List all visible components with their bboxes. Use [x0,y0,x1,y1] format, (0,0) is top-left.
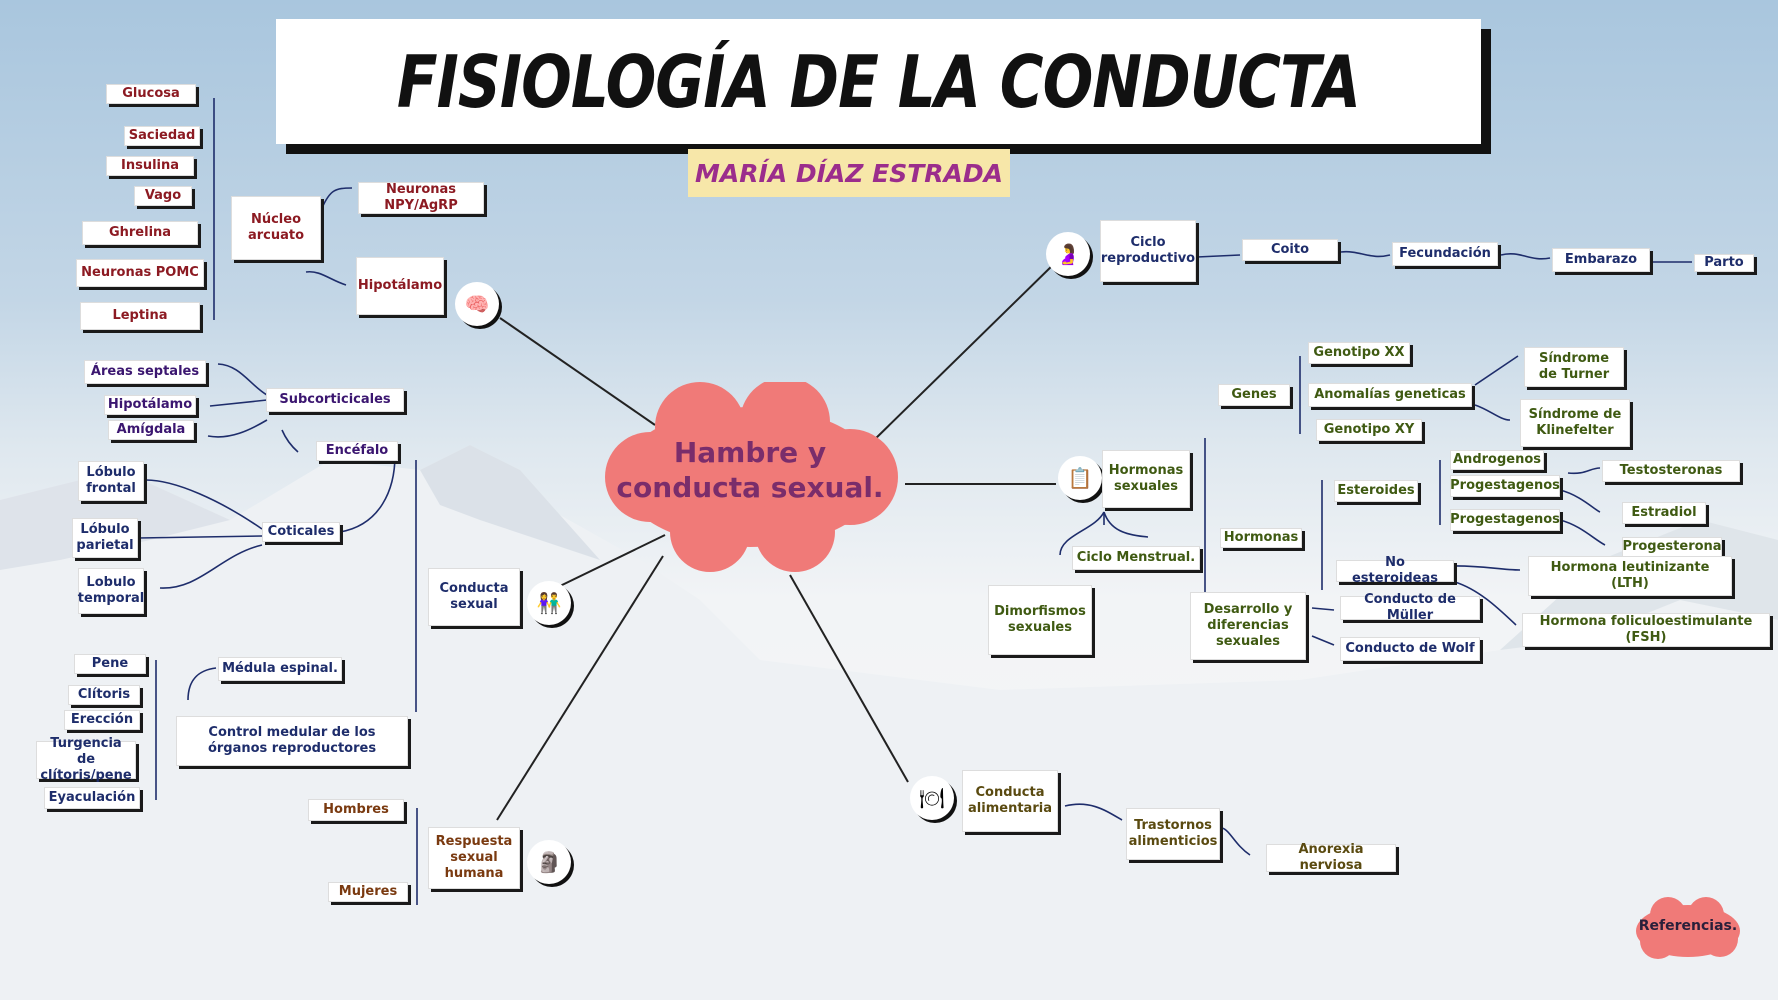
couple-icon: 👫 [527,581,571,625]
node-androgenos: Androgenos [1450,450,1544,470]
node-genes: Genes [1218,384,1290,406]
node-ereccion: Erección [64,710,140,730]
references-cloud [1636,897,1740,959]
figure-icon: 🗿 [527,840,571,884]
node-nucleo-arcuato: Núcleo arcuato [231,196,321,260]
node-conducta-alimentaria: Conducta alimentaria [962,770,1058,832]
node-respuesta-sexual: Respuesta sexual humana [428,827,520,889]
node-encefalo: Encéfalo [316,441,398,461]
node-insulina: Insulina [106,156,194,176]
node-progesterona: Progesterona [1622,537,1722,557]
food-icon: 🍽 [910,776,954,820]
node-lobulo-parietal: Lóbulo parietal [72,518,138,558]
node-parto: Parto [1694,254,1754,272]
node-medula-espinal: Médula espinal. [218,657,342,681]
node-progestagenos-2: Progestagenos [1450,509,1560,531]
node-progestagenos-1: Progestagenos [1450,475,1560,497]
node-conducto-wolf: Conducto de Wolf [1340,637,1480,661]
chart-icon: 📋 [1058,456,1102,500]
node-mujeres: Mujeres [328,882,408,902]
node-subcorticales: Subcorticicales [266,388,404,412]
node-eyaculacion: Eyaculación [44,787,140,809]
node-dimorfismos: Dimorfismos sexuales [988,585,1092,655]
node-coito: Coito [1242,239,1338,261]
node-genotipo-xy: Genotipo XY [1316,419,1422,441]
node-hormona-fsh: Hormona foliculoestimulante (FSH) [1522,613,1770,647]
node-anomalias: Anomalías geneticas [1308,383,1472,407]
node-glucosa: Glucosa [106,84,196,104]
brain-icon: 🧠 [455,282,499,326]
node-desarrollo: Desarrollo y diferencias sexuales [1190,592,1306,660]
node-neuronas-pomc: Neuronas POMC [76,259,204,287]
center-topic-line-2: conducta sexual. [616,471,884,504]
author-name: MARÍA DÍAZ ESTRADA [688,149,1010,197]
node-turgencia: Turgencia de clítoris/pene [36,736,136,783]
node-sindrome-turner: Síndrome de Turner [1524,347,1624,387]
node-lobulo-temporal: Lobulo temporal [78,568,144,614]
node-lobulo-frontal: Lóbulo frontal [78,461,144,501]
node-fecundacion: Fecundación [1392,242,1498,266]
node-hormonas-sexuales: Hormonas sexuales [1102,450,1190,508]
node-ghrelina: Ghrelina [82,221,198,245]
node-anorexia: Anorexia nerviosa [1266,842,1396,873]
pregnancy-icon: 🤰 [1046,232,1090,276]
node-saciedad: Saciedad [124,126,200,146]
node-conducto-muller: Conducto de Müller [1340,592,1480,623]
center-cloud [605,382,898,572]
node-ciclo-menstrual: Ciclo Menstrual. [1072,546,1200,570]
node-conducta-sexual: Conducta sexual [428,568,520,626]
node-hipotalamo: Hipotálamo [356,257,444,315]
node-hipotalamo-2: Hipotálamo [104,395,196,415]
node-sindrome-klinefelter: Síndrome de Klinefelter [1520,399,1630,447]
node-no-esteroideas: No esteroideas [1336,555,1454,586]
references-link[interactable]: Referencias. [1638,918,1738,934]
title-banner: FISIOLOGÍA DE LA CONDUCTA [276,19,1481,144]
node-hombres: Hombres [308,799,404,821]
node-areas-septales: Áreas septales [84,360,206,384]
node-neuronas-npy: Neuronas NPY/AgRP [358,182,484,214]
node-control-medular: Control medular de los órganos reproduct… [176,716,408,766]
node-estradiol: Estradiol [1622,502,1706,524]
node-testosteronas: Testosteronas [1602,460,1740,482]
node-vago: Vago [134,186,192,206]
center-topic-line-1: Hambre y [673,436,827,469]
node-amigdala: Amígdala [108,420,194,440]
page-title: FISIOLOGÍA DE LA CONDUCTA [396,39,1361,124]
center-topic: Hambre y conducta sexual. [610,435,890,505]
node-leptina: Leptina [80,302,200,330]
node-hormona-lth: Hormona leutinizante (LTH) [1528,556,1732,596]
node-genotipo-xx: Genotipo XX [1308,342,1410,364]
node-esteroides: Esteroides [1334,480,1418,502]
node-trastornos: Trastornos alimenticios [1126,808,1220,860]
node-pene: Pene [74,654,146,674]
node-clitoris: Clítoris [68,685,140,705]
node-hormonas: Hormonas [1220,528,1302,548]
node-ciclo-reproductivo: Ciclo reproductivo [1100,220,1196,282]
node-corticales: Coticales [262,522,340,542]
node-embarazo: Embarazo [1552,248,1650,272]
